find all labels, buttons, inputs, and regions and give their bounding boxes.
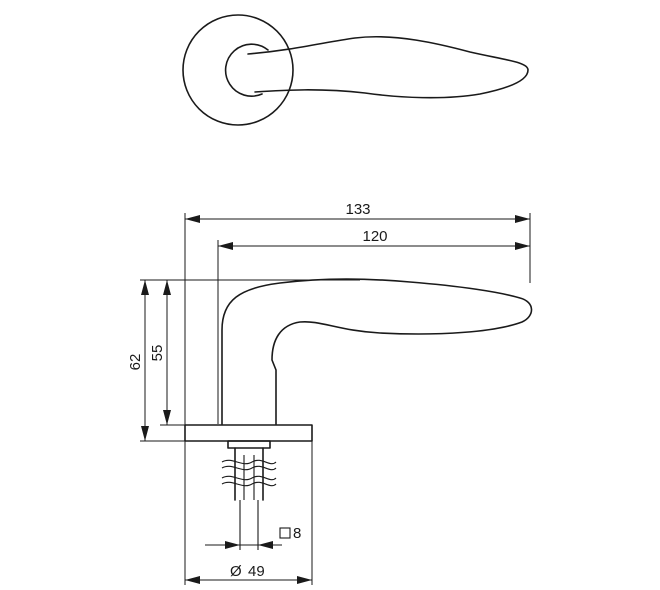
top-view xyxy=(182,14,529,126)
spindle xyxy=(221,440,277,550)
rose-plate xyxy=(184,424,313,442)
overall-length-label: 133 xyxy=(345,201,370,218)
dimension-lever-length: 120 xyxy=(218,228,530,250)
rose-outer-circle xyxy=(182,14,294,126)
dimension-rose-diameter: Ø 49 xyxy=(185,563,312,584)
spindle-collar xyxy=(227,440,271,449)
rose-height-label: 62 xyxy=(127,354,144,371)
lever-side-outline xyxy=(221,278,533,425)
square-symbol-icon xyxy=(279,527,291,539)
lever-height-label: 55 xyxy=(149,345,166,362)
dimension-rose-height: 62 xyxy=(127,280,149,441)
diameter-symbol-icon: Ø xyxy=(230,563,242,580)
dimension-spindle-square: 8 xyxy=(205,525,301,549)
spindle-square-label: 8 xyxy=(293,525,301,542)
dimension-overall-length: 133 xyxy=(185,201,530,223)
rose-diameter-label: 49 xyxy=(248,563,265,580)
side-view xyxy=(140,213,533,585)
dimension-lever-height: 55 xyxy=(149,280,171,425)
rose-inner-arc xyxy=(224,43,269,97)
lever-top-outline xyxy=(247,35,529,99)
lever-length-label: 120 xyxy=(362,228,387,245)
